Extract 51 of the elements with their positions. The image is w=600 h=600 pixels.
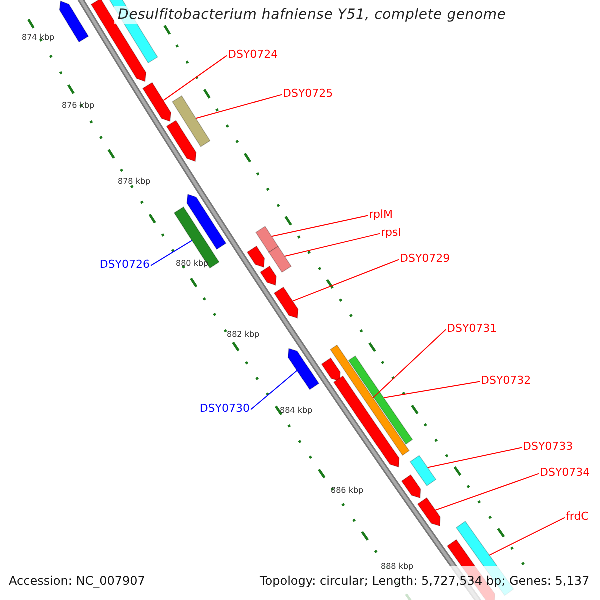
leader-line [435,473,540,511]
gene-label: DSY0729 [400,252,450,265]
leader-line [271,215,368,238]
gene-block [288,348,320,390]
scale-label: 876 kbp [62,101,95,110]
scale-label: 878 kbp [118,177,151,186]
gene-block [166,120,197,162]
gene-bar [172,96,211,148]
scale-label: 880 kbp [176,259,209,268]
gene-block [260,266,277,286]
leader-line [163,55,228,102]
leader-line [284,233,380,257]
scale-label: 886 kbp [331,486,364,495]
leader-line [372,329,446,399]
gene-block [417,497,441,527]
leader-line [383,381,480,398]
gene-block [59,0,90,43]
gene-block [142,82,172,122]
gene-block [333,376,400,468]
leader-line [292,259,400,302]
leader-line [489,517,566,556]
scale-label: 884 kbp [280,406,313,415]
gene-label: DSY0730 [200,402,250,415]
gene-label: DSY0733 [523,440,574,453]
leader-line [250,370,298,410]
gene-block [246,246,266,268]
scale-label: 882 kbp [227,330,260,339]
gene-bar [410,455,437,487]
gene-bar [268,246,292,274]
footer-text: Topology: circular; Length: 5,727,534 bp; Genes: 5,137 [260,574,590,588]
gene-label: DSY0732 [481,374,532,387]
gene-bar [348,356,414,445]
gene-label: frdC [566,510,589,523]
gene-block [186,194,227,250]
gene-block [401,474,422,499]
gene-label: DSY0731 [447,322,498,335]
gene-label: DSY0734 [540,466,590,479]
gene-label: rpsI [381,226,402,239]
gene-label: DSY0724 [228,48,278,61]
gene-label: DSY0726 [100,258,150,271]
gene-bar [330,344,410,456]
gene-bar [256,226,279,254]
footer-text: Accession: NC_007907 [9,574,146,588]
gene-block [321,358,341,382]
gene-block [274,286,299,319]
gene-bar [174,206,220,269]
scale-label: 888 kbp [381,562,414,571]
leader-line [150,240,193,266]
gene-label: DSY0725 [283,87,334,100]
leader-line [196,94,282,120]
gene-label: rplM [369,208,394,221]
